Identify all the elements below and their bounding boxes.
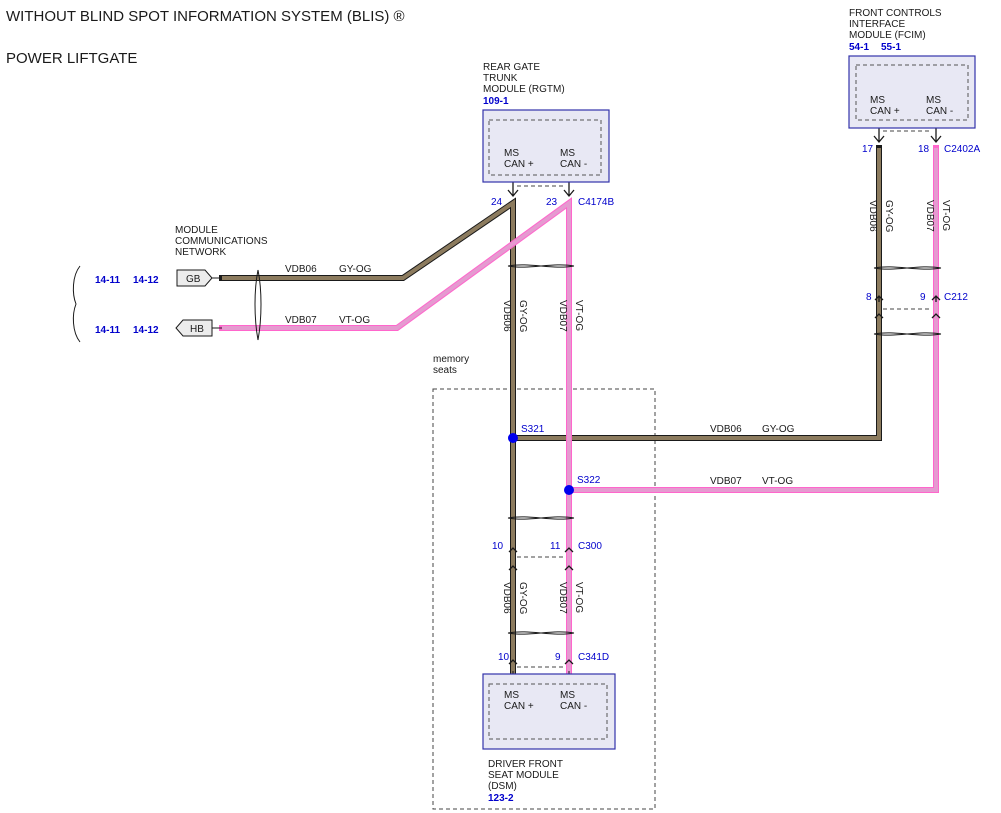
twisted-pair-marker xyxy=(507,516,575,520)
network-gb-tag-label: GB xyxy=(186,274,201,285)
pin-number: 17 xyxy=(862,144,874,155)
pin-arrow xyxy=(931,295,941,319)
wire-label-circuit: VDB06 xyxy=(710,424,742,435)
splice-s322 xyxy=(564,485,574,495)
wire-label-color: VT-OG xyxy=(339,315,370,326)
wire-label-color: VT-OG xyxy=(573,300,584,331)
wire-label-color: GY-OG xyxy=(517,300,528,333)
wire-label-color: VT-OG xyxy=(940,200,951,231)
wire-label-color: VT-OG xyxy=(573,582,584,613)
pin-number: 9 xyxy=(555,652,561,663)
twisted-pair-marker xyxy=(873,266,942,270)
connector-pin-arrows xyxy=(507,128,942,665)
pin-arrow xyxy=(874,295,884,319)
pin-number: 24 xyxy=(491,197,503,208)
wire-label-circuit: VDB07 xyxy=(710,476,742,487)
connector-c4174b-label: C4174B xyxy=(578,197,614,208)
wire-vdb07 xyxy=(219,145,939,693)
twisted-pair-marker xyxy=(254,269,262,341)
connector-c212-label: C212 xyxy=(944,292,968,303)
wire-label-circuit: VDB07 xyxy=(285,315,317,326)
pin-arrow xyxy=(564,659,574,665)
splice-s321 xyxy=(508,433,518,443)
wire-label-circuit: VDB06 xyxy=(867,200,878,232)
connector-c2402a-label: C2402A xyxy=(944,144,980,155)
wire-label-circuit: VDB06 xyxy=(285,264,317,275)
network-gb-ref-a: 14-11 xyxy=(95,275,120,286)
pin-arrow xyxy=(508,659,518,665)
splice-s321-label: S321 xyxy=(521,424,545,435)
pin-number: 8 xyxy=(866,292,872,303)
wire-label-color: GY-OG xyxy=(339,264,372,275)
connector-c300-label: C300 xyxy=(578,541,602,552)
module-fcim-ref-a: 54-1 xyxy=(849,42,869,53)
pin-number: 9 xyxy=(920,292,926,303)
wire-label-circuit: VDB06 xyxy=(501,582,512,614)
pin-arrow xyxy=(507,182,519,198)
pin-number: 23 xyxy=(546,197,558,208)
memory-seats-option-box xyxy=(432,388,656,810)
twisted-pair-marker xyxy=(507,631,575,635)
splice-s322-label: S322 xyxy=(577,475,601,486)
network-gb-ref-b: 14-12 xyxy=(133,275,159,286)
diagram-title: WITHOUT BLIND SPOT INFORMATION SYSTEM (B… xyxy=(6,8,405,25)
network-hb-tag-label: HB xyxy=(190,324,204,335)
module-dsm-ref: 123-2 xyxy=(488,793,514,804)
pin-number: 10 xyxy=(492,541,504,552)
twisted-pair-marker xyxy=(873,332,942,336)
pin-arrow xyxy=(508,547,518,571)
diagram-subtitle: POWER LIFTGATE xyxy=(6,50,137,67)
wire-label-circuit: VDB07 xyxy=(924,200,935,232)
wire-label-color: GY-OG xyxy=(762,424,795,435)
wire-vdb06 xyxy=(219,145,882,693)
pin-arrow xyxy=(563,182,575,198)
pin-number: 18 xyxy=(918,144,930,155)
pin-number: 10 xyxy=(498,652,510,663)
pin-number: 11 xyxy=(550,541,561,552)
wire-label-color: GY-OG xyxy=(517,582,528,615)
wire-label-color: GY-OG xyxy=(883,200,894,233)
network-gb-tag: GB xyxy=(176,269,213,287)
network-hb-tag: HB xyxy=(175,319,213,337)
pin-arrow xyxy=(873,128,885,144)
network-hb-ref-a: 14-11 xyxy=(95,325,120,336)
brace xyxy=(72,265,81,343)
wire-label-circuit: VDB06 xyxy=(501,300,512,332)
connector-c341d-label: C341D xyxy=(578,652,609,663)
twisted-pair-marker xyxy=(507,264,575,268)
module-fcim-ref-b: 55-1 xyxy=(881,42,901,53)
pin-arrow xyxy=(564,547,574,571)
network-hb-ref-b: 14-12 xyxy=(133,325,159,336)
pin-arrow xyxy=(930,128,942,144)
wire-label-circuit: VDB07 xyxy=(557,300,568,332)
wire-label-circuit: VDB07 xyxy=(557,582,568,614)
wire-label-color: VT-OG xyxy=(762,476,793,487)
module-rgtm-ref: 109-1 xyxy=(483,96,509,107)
